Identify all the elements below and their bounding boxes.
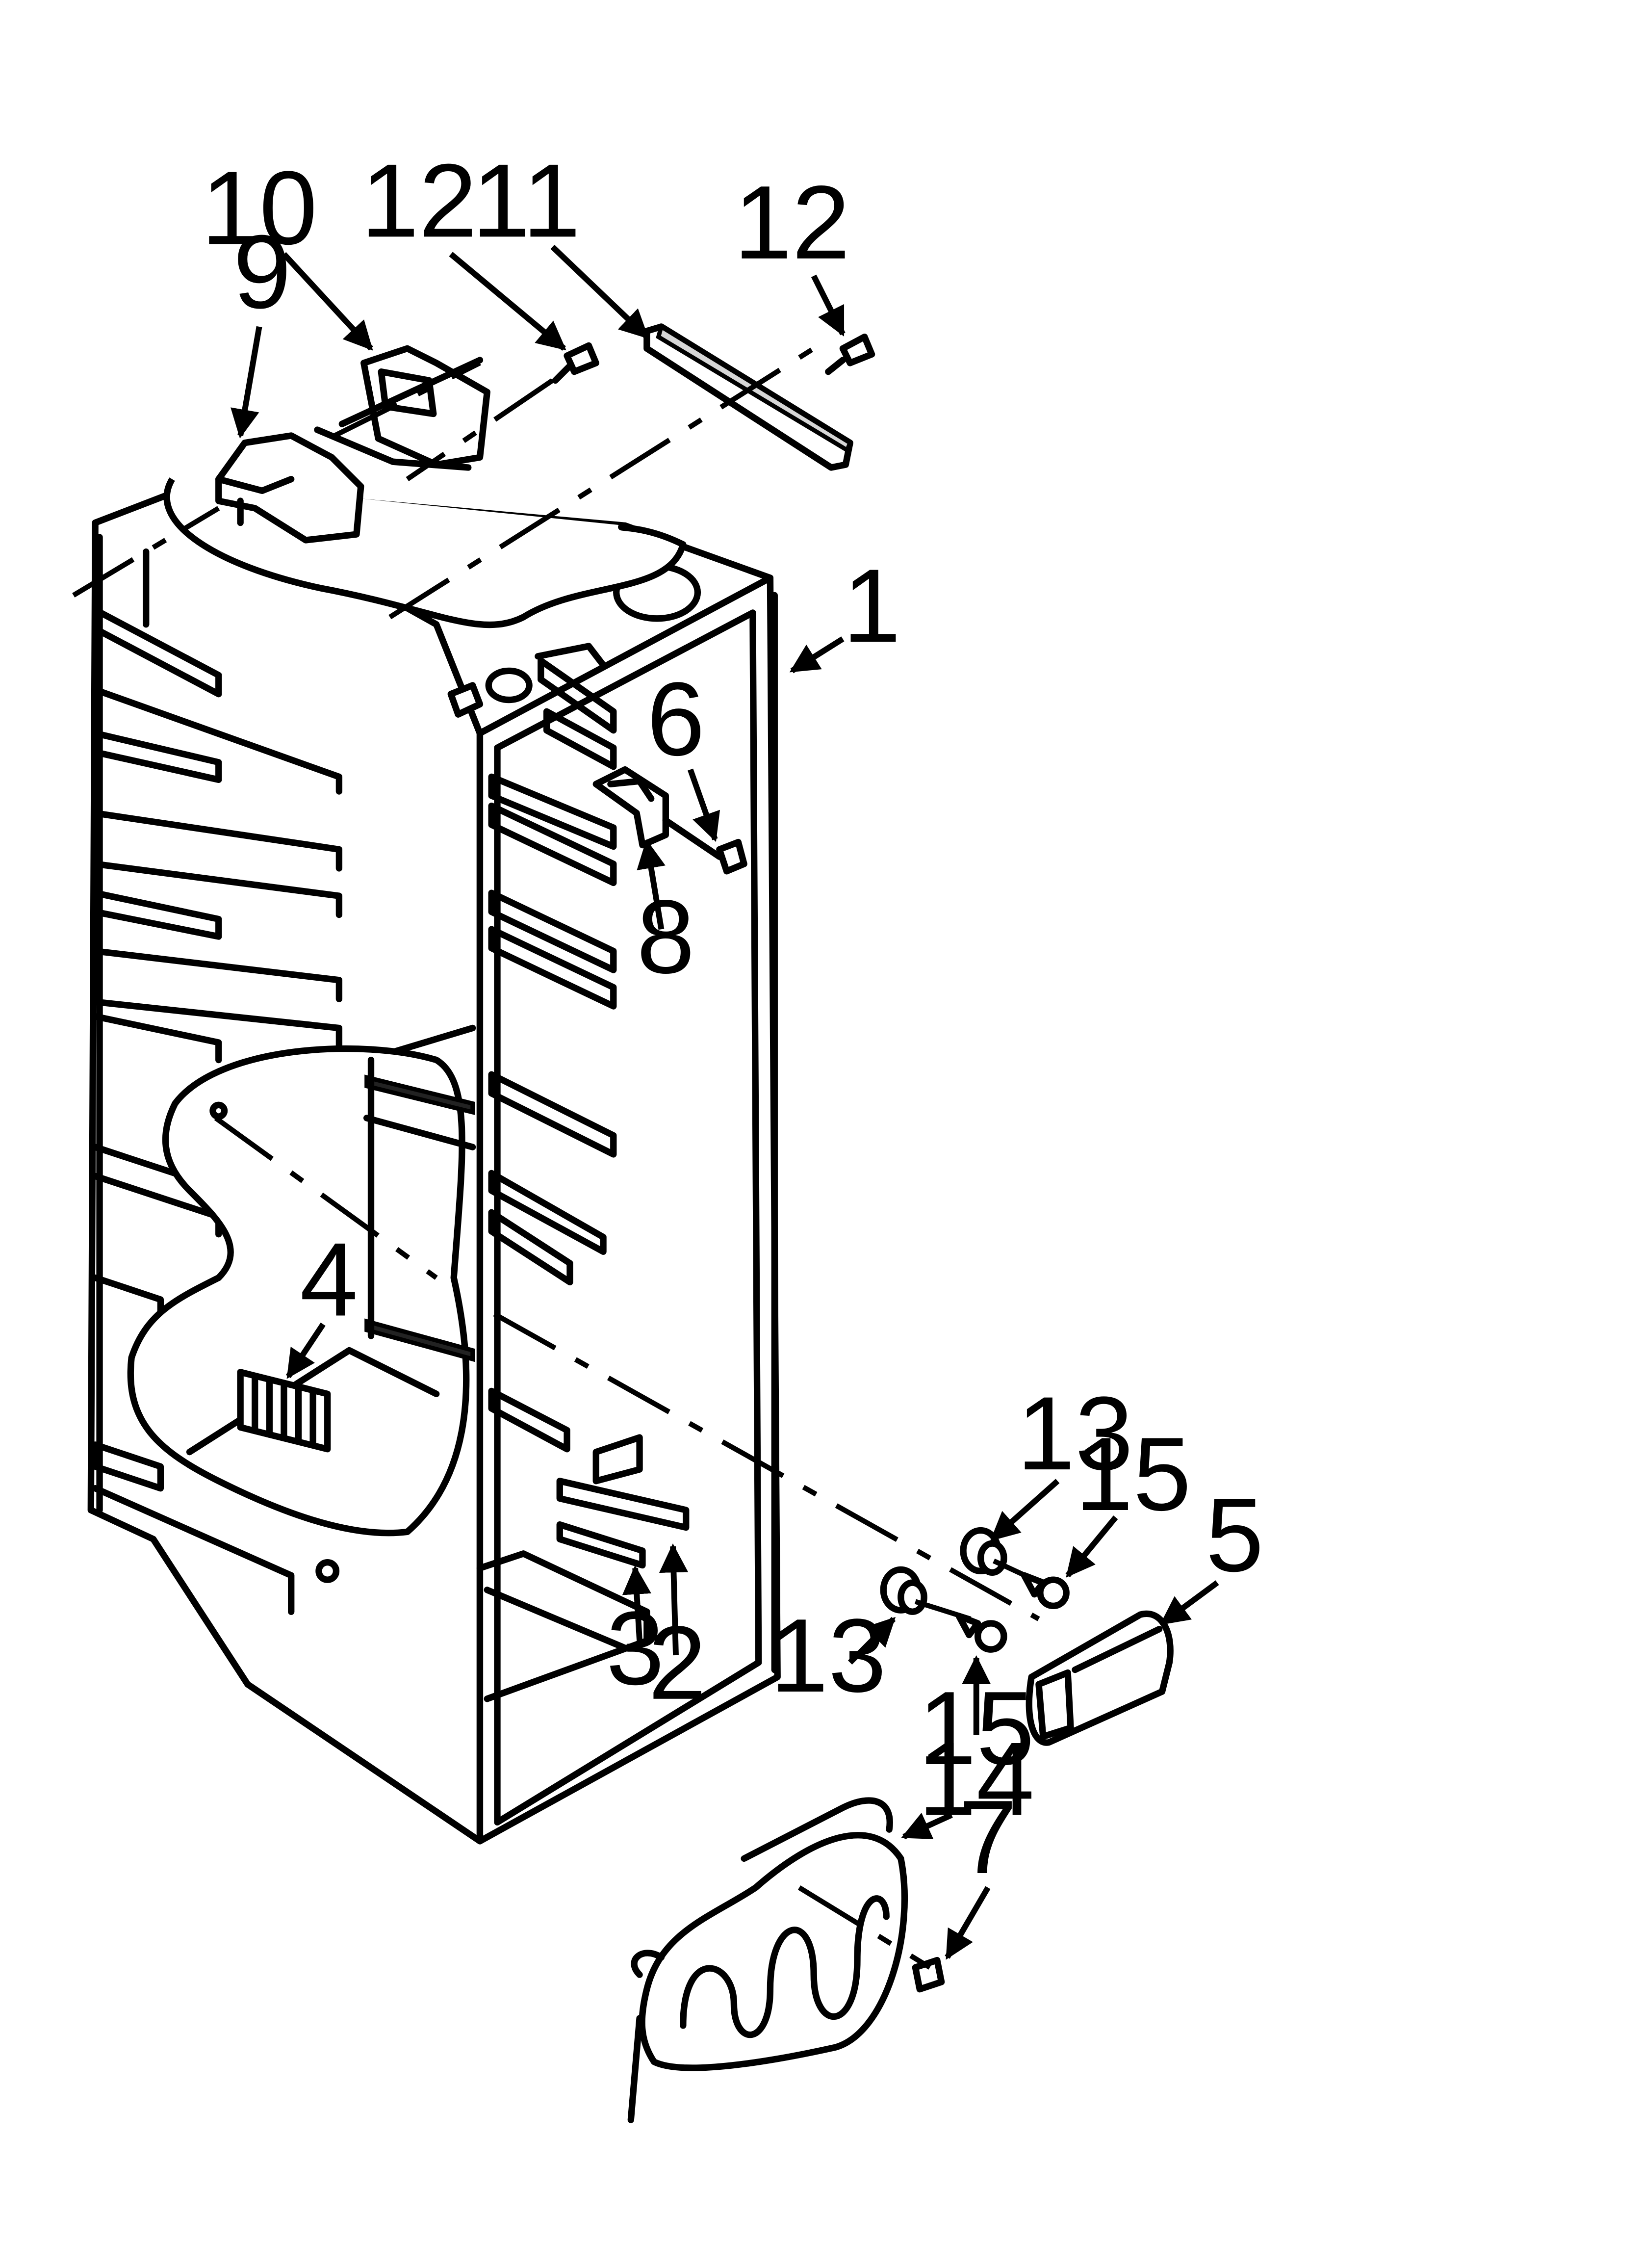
callout-6: 6	[647, 661, 705, 778]
callout-2: 2	[648, 1605, 707, 1721]
callout-7: 7	[959, 1779, 1017, 1896]
leader-lines	[231, 244, 1219, 1960]
heater-tubing	[627, 1797, 908, 2123]
housing-bracket	[314, 345, 490, 471]
socket-13-lower	[880, 1566, 927, 1615]
liner	[87, 477, 781, 1845]
callout-3: 3	[606, 1590, 665, 1707]
callout-12-right: 12	[734, 164, 850, 281]
vent-grille	[237, 1369, 331, 1453]
callout-15-lower: 15	[918, 1670, 1034, 1787]
callout-9: 9	[233, 213, 291, 330]
callout-15-upper: 15	[1075, 1416, 1191, 1533]
callout-13-upper: 13	[1017, 1375, 1133, 1492]
callout-labels: 10 9 12 11 12 1 6 8 4 3 2 13 15 5 13 15 …	[201, 142, 1264, 1896]
callout-12-left: 12	[361, 142, 477, 259]
top-rail	[643, 323, 853, 471]
bracket-8	[592, 766, 669, 849]
socket-13-upper	[960, 1527, 1007, 1576]
light-housing	[1026, 1610, 1174, 1746]
control-housing	[215, 432, 364, 544]
callout-14: 14	[918, 1721, 1034, 1838]
bulb-15-upper	[1021, 1572, 1070, 1610]
callout-11: 11	[472, 142, 581, 259]
screw-6	[662, 817, 747, 875]
callout-8: 8	[637, 879, 695, 995]
callout-1: 1	[843, 547, 901, 664]
screw-7	[912, 1956, 945, 1993]
right-shelf-rails	[488, 657, 617, 1453]
callout-13-lower: 13	[770, 1597, 886, 1714]
bulb-15-lower	[955, 1613, 1007, 1653]
screw-12-right	[825, 333, 875, 375]
callout-4: 4	[300, 1221, 358, 1338]
assembly-lines	[72, 346, 1040, 1970]
callout-10: 10	[201, 150, 317, 266]
screw-12-left	[552, 342, 599, 384]
callout-5: 5	[1206, 1477, 1264, 1593]
